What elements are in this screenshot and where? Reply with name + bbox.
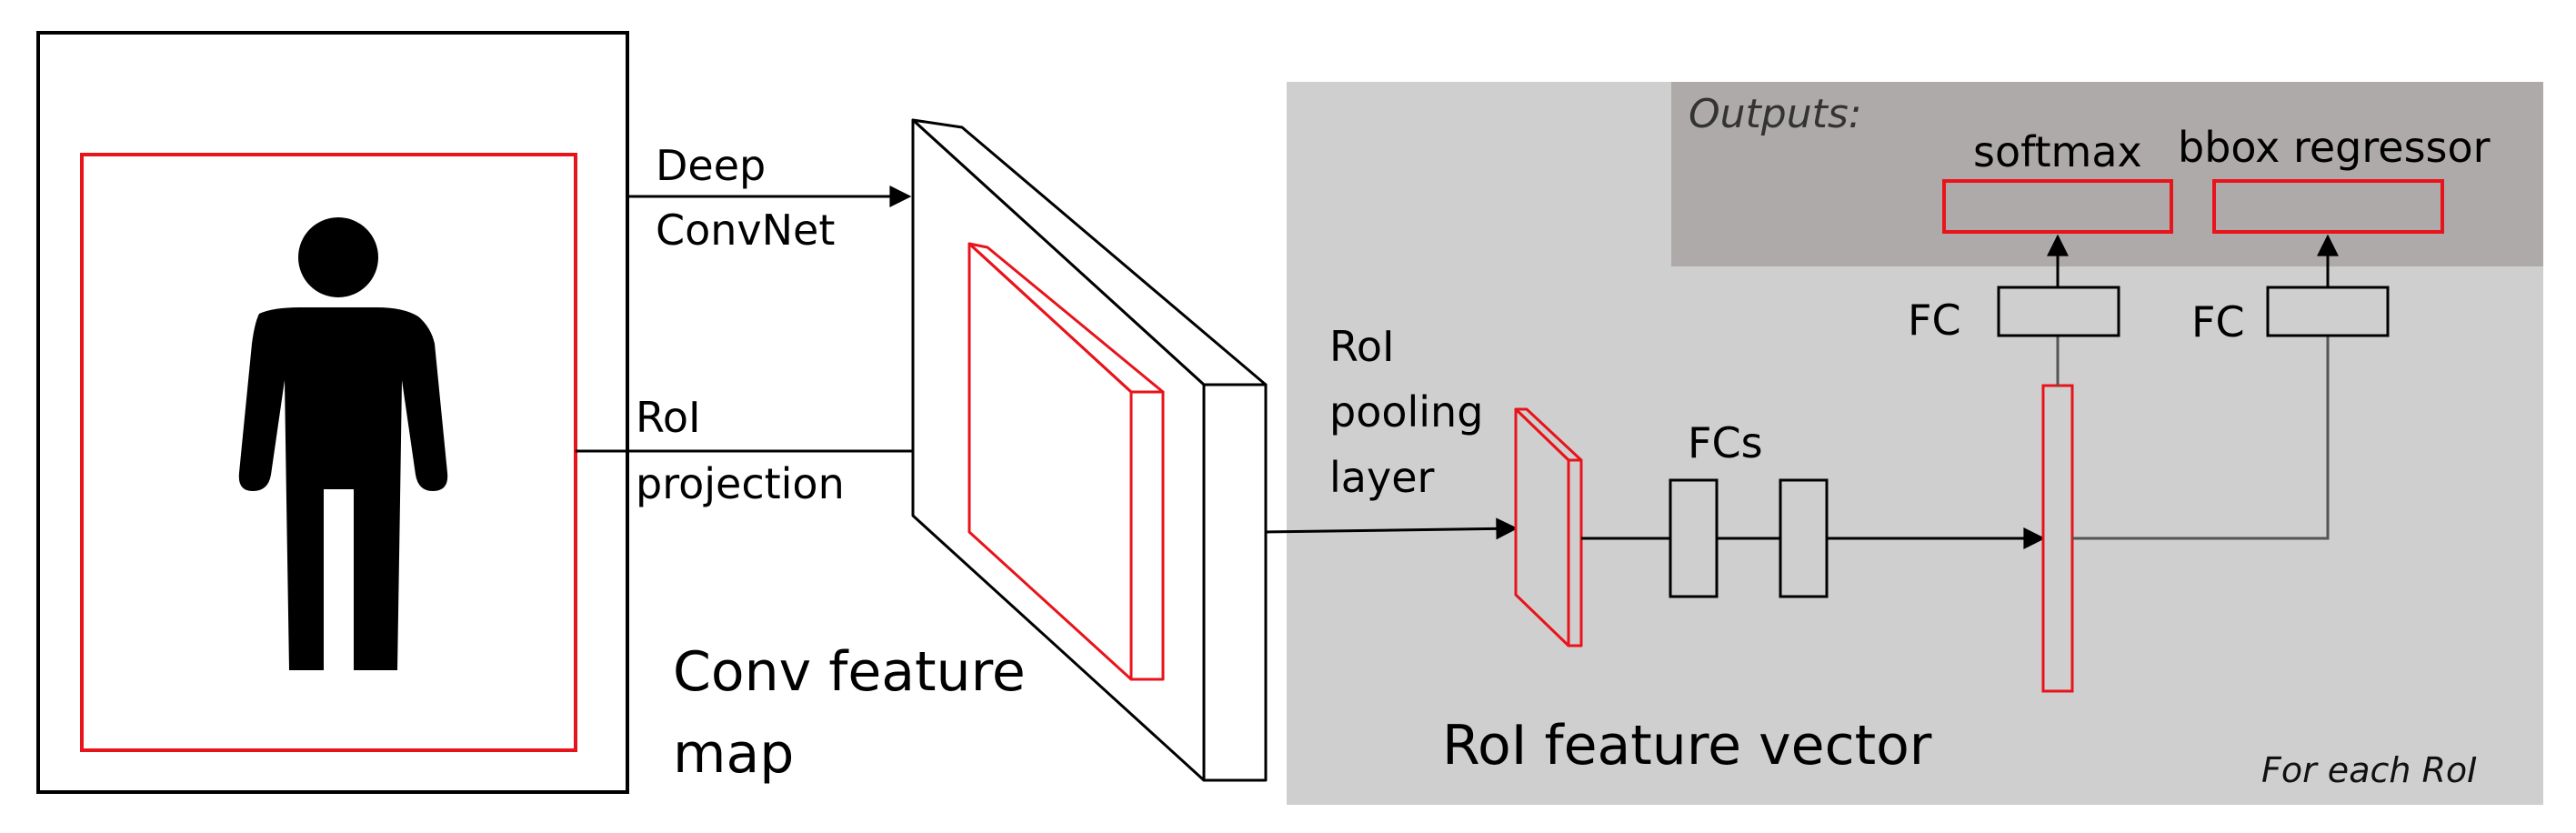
fc-head-left bbox=[1997, 286, 2120, 337]
feature-vector-to-fc-right-line bbox=[2072, 336, 2330, 540]
fc-right-label: FC bbox=[2191, 297, 2245, 346]
deep-convnet-label-line1: Deep bbox=[656, 141, 766, 190]
roi-pooling-layer bbox=[1514, 407, 1583, 647]
roi-feature-vector bbox=[2041, 384, 2074, 693]
fc-head-right bbox=[2266, 286, 2390, 337]
roi-feature-vector-label: RoI feature vector bbox=[1442, 714, 1932, 778]
person-silhouette-icon bbox=[238, 217, 448, 670]
roi-pooling-label-line2: pooling bbox=[1329, 387, 1483, 437]
conv-feature-map-label-line2: map bbox=[673, 722, 794, 786]
fc-block-1 bbox=[1669, 478, 1719, 598]
bbox-regressor-output-box bbox=[2212, 179, 2444, 234]
softmax-output-box bbox=[1942, 179, 2173, 234]
roi-projection-label-line1: RoI bbox=[636, 393, 701, 442]
deep-convnet-label-line2: ConvNet bbox=[656, 206, 835, 255]
feature-map-to-pooling-arrow bbox=[1265, 517, 1519, 540]
fc-block-2 bbox=[1779, 478, 1829, 598]
outputs-label: Outputs: bbox=[1689, 91, 1862, 137]
softmax-label: softmax bbox=[1973, 127, 2142, 176]
roi-pooling-label-line3: layer bbox=[1329, 453, 1434, 502]
fc-left-label: FC bbox=[1908, 296, 1961, 345]
for-each-roi-label: For each RoI bbox=[2261, 750, 2477, 790]
bbox-regressor-label: bbox regressor bbox=[2178, 123, 2491, 172]
projected-roi-box bbox=[967, 242, 1165, 681]
conv-feature-map-label-line1: Conv feature bbox=[673, 640, 1026, 704]
outputs-panel bbox=[1671, 82, 2543, 266]
roi-projection-label-line2: projection bbox=[636, 459, 845, 508]
fcs-label: FCs bbox=[1688, 418, 1763, 467]
roi-pooling-label-line1: RoI bbox=[1329, 322, 1395, 371]
